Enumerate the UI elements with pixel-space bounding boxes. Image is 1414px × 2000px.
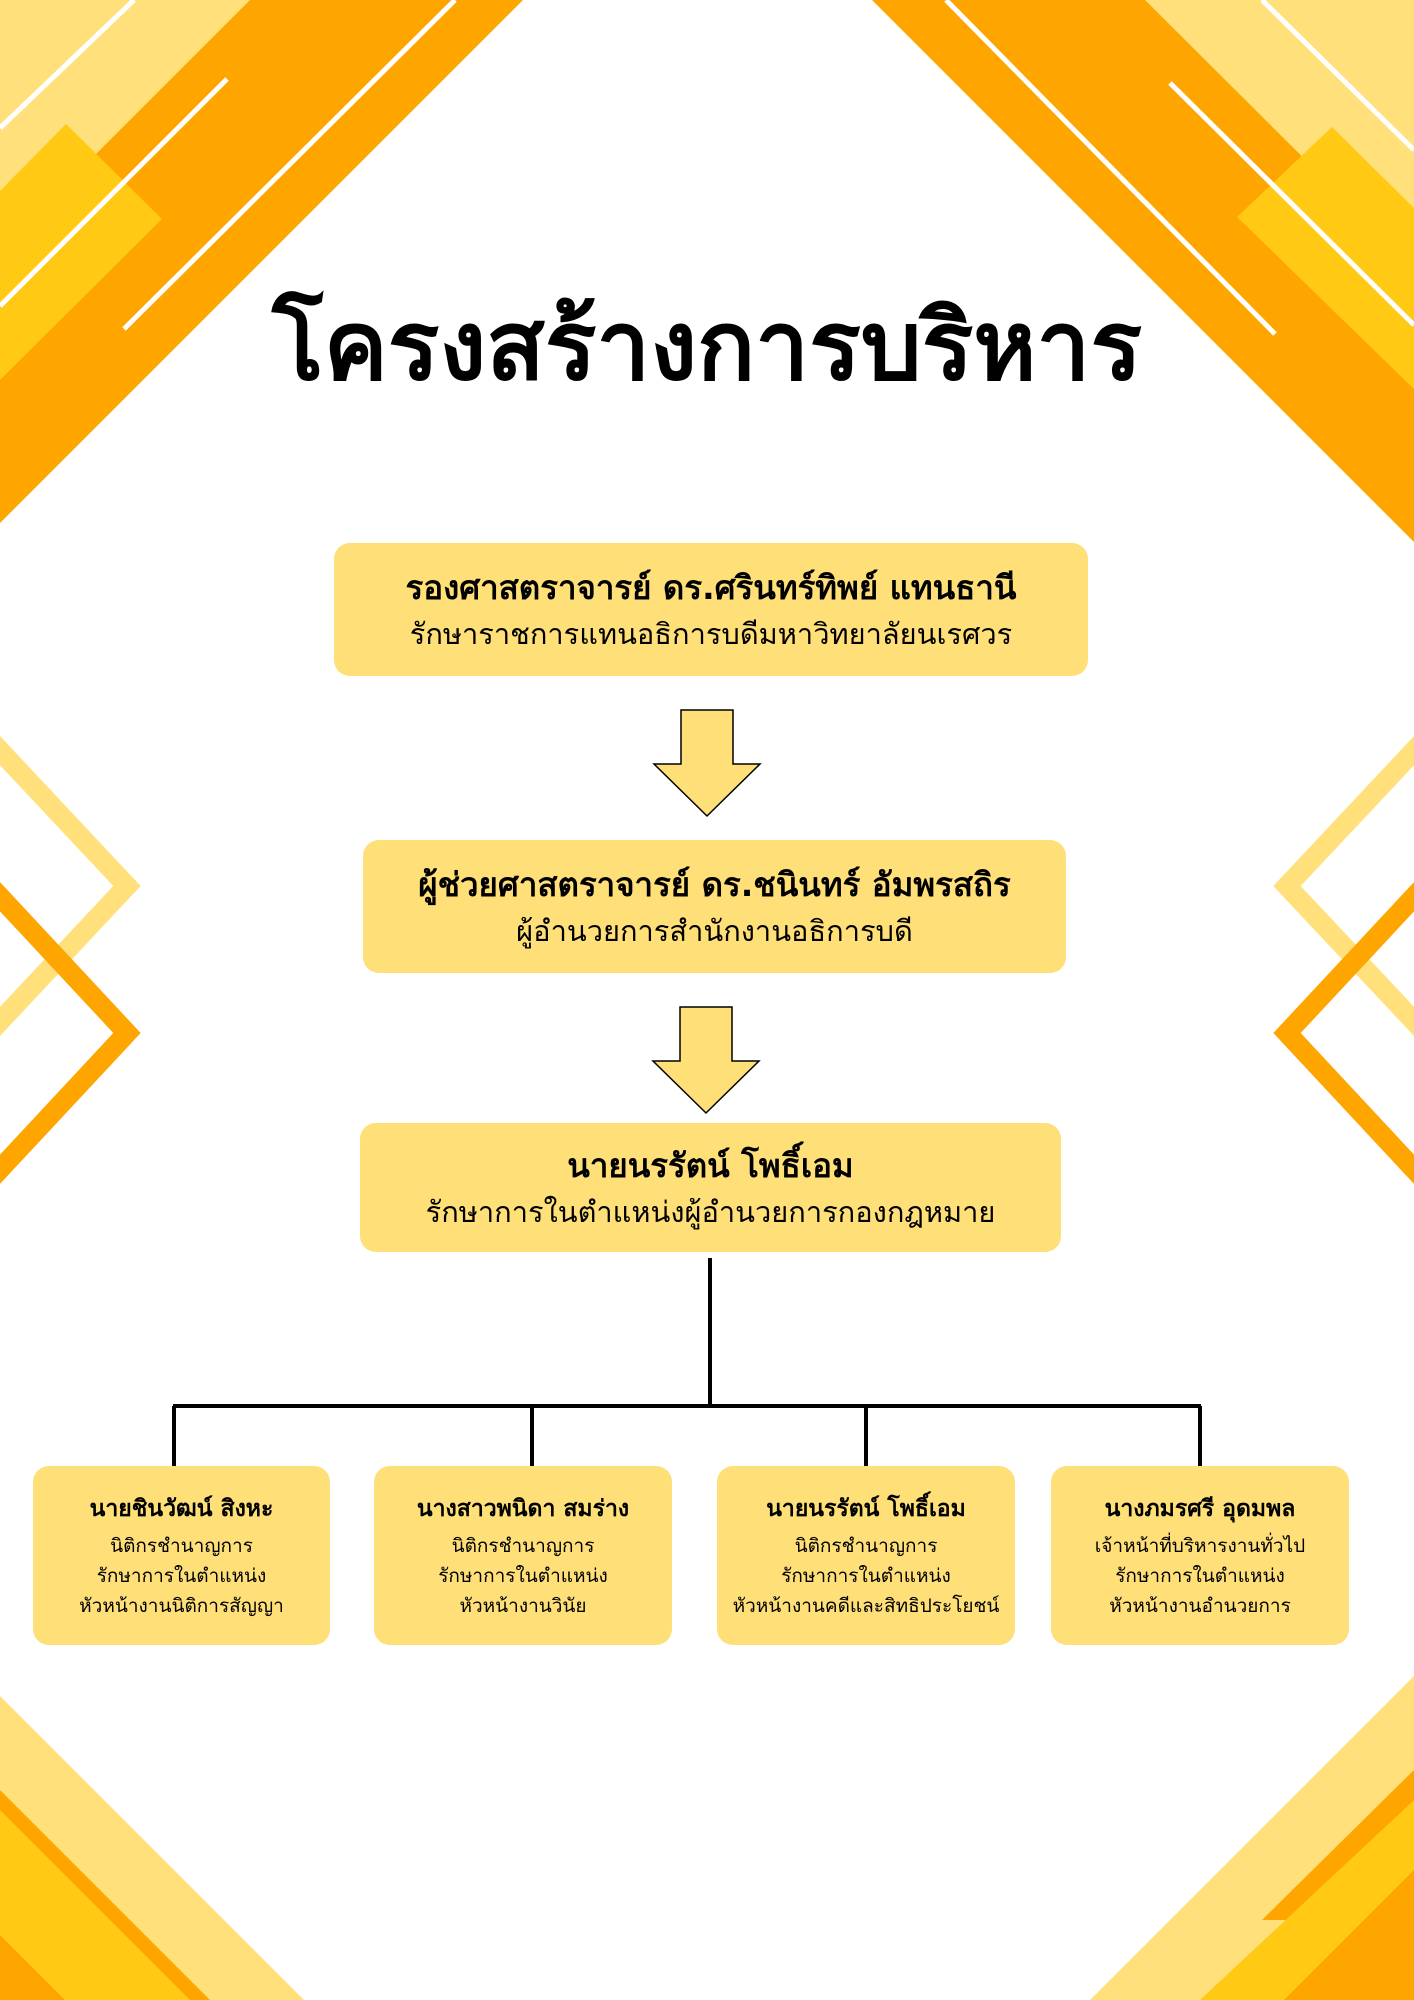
node-role: หัวหน้างานอำนวยการ [1109,1594,1291,1617]
chevron-decoration [1273,736,1414,1036]
node-role: รักษาการในตำแหน่ง [96,1564,267,1587]
node-role: รักษาการในตำแหน่ง [781,1564,951,1587]
corner-band [872,0,1414,542]
org-node-staff: นายชินวัฒน์ สิงหะ นิติกรชำนาญการ รักษากา… [33,1466,330,1645]
node-role: นิติกรชำนาญการ [794,1534,938,1557]
down-arrow-icon [652,709,762,818]
node-name: นางภมรศรี อุดมพล [1104,1495,1296,1522]
node-role: รักษาการในตำแหน่ง [438,1564,608,1587]
corner-band [1284,1870,1414,2000]
node-role: รักษาราชการแทนอธิการบดีมหาวิทยาลัยนเรศวร [409,616,1013,651]
chevron-decoration [0,882,141,1184]
org-node-staff: นายนรรัตน์ โพธิ์เอม นิติกรชำนาญการ รักษา… [717,1466,1015,1645]
node-name: รองศาสตราจารย์ ดร.ศรินทร์ทิพย์ แทนธานี [405,567,1017,607]
page-title: โครงสร้างการบริหาร [272,290,1142,402]
corner-band [0,1935,65,2000]
corner-band [0,0,523,523]
node-name: ผู้ช่วยศาสตราจารย์ ดร.ชนินทร์ อัมพรสถิร [418,864,1011,904]
org-node-staff: นางสาวพนิดา สมร่าง นิติกรชำนาญการ รักษาก… [374,1466,672,1645]
node-name: นายนรรัตน์ โพธิ์เอม [567,1145,854,1185]
org-node-acting-president: รองศาสตราจารย์ ดร.ศรินทร์ทิพย์ แทนธานี ร… [334,543,1088,676]
node-name: นางสาวพนิดา สมร่าง [416,1495,630,1522]
node-role: หัวหน้างานนิติการสัญญา [79,1594,284,1617]
node-name: นายชินวัฒน์ สิงหะ [89,1495,274,1522]
node-role: เจ้าหน้าที่บริหารงานทั่วไป [1094,1534,1306,1557]
node-role: รักษาการในตำแหน่ง [1115,1564,1285,1587]
chevron-decoration [1273,882,1414,1184]
chevron-decoration [0,736,141,1036]
node-role: หัวหน้างานวินัย [459,1594,587,1617]
org-connector-lines [172,1258,1202,1466]
org-node-legal-division-director: นายนรรัตน์ โพธิ์เอม รักษาการในตำแหน่งผู้… [360,1123,1061,1252]
corner-band [0,1810,190,2000]
node-name: นายนรรัตน์ โพธิ์เอม [766,1495,966,1522]
node-role: นิติกรชำนาญการ [110,1534,253,1557]
node-role: รักษาการในตำแหน่งผู้อำนวยการกองกฎหมาย [425,1194,996,1229]
node-role: นิติกรชำนาญการ [451,1534,595,1557]
org-node-staff: นางภมรศรี อุดมพล เจ้าหน้าที่บริหารงานทั่… [1051,1466,1349,1645]
node-role: ผู้อำนวยการสำนักงานอธิการบดี [516,913,913,948]
down-arrow-icon [651,1006,761,1115]
org-node-office-director: ผู้ช่วยศาสตราจารย์ ดร.ชนินทร์ อัมพรสถิร … [363,840,1066,973]
node-role: หัวหน้างานคดีและสิทธิประโยชน์ [732,1594,1000,1617]
